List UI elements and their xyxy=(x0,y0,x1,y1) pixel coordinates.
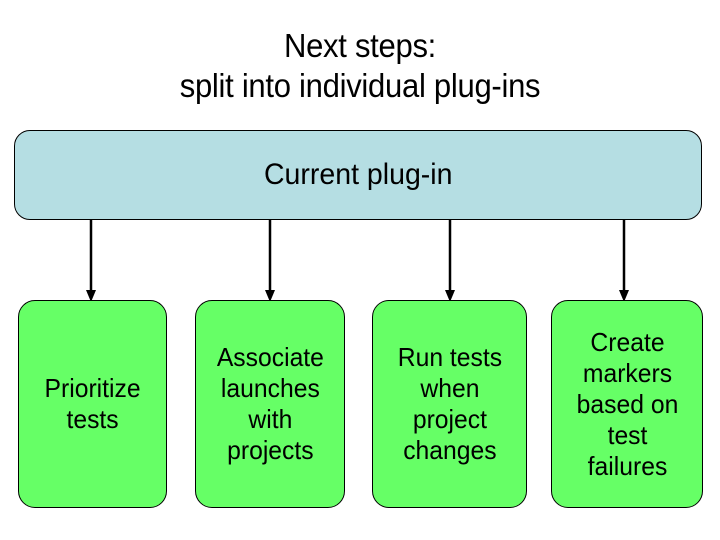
diagram-node-create-markers-based-on-test-failures[interactable]: Create markers based on test failures xyxy=(551,300,703,508)
arrow-down-icon-4 xyxy=(619,220,629,302)
diagram-node-label: Current plug-in xyxy=(263,158,453,191)
arrow-down-icon-2 xyxy=(265,220,275,302)
page-title: Next steps: split into individual plug-i… xyxy=(179,27,541,104)
diagram-node-current-plug-in[interactable]: Current plug-in xyxy=(14,130,702,220)
diagram-node-label: Prioritize tests xyxy=(44,373,141,434)
diagram-node-label: Associate launches with projects xyxy=(216,342,324,465)
arrow-down-icon-3 xyxy=(445,220,455,302)
diagram-node-run-tests-when-project-changes[interactable]: Run tests when project changes xyxy=(372,300,527,508)
diagram-node-associate-launches-with-projects[interactable]: Associate launches with projects xyxy=(195,300,345,508)
diagram-node-prioritize-tests[interactable]: Prioritize tests xyxy=(18,300,167,508)
diagram-node-label: Run tests when project changes xyxy=(397,342,502,465)
diagram-node-label: Create markers based on test failures xyxy=(576,326,678,481)
arrow-down-icon-1 xyxy=(86,220,96,302)
